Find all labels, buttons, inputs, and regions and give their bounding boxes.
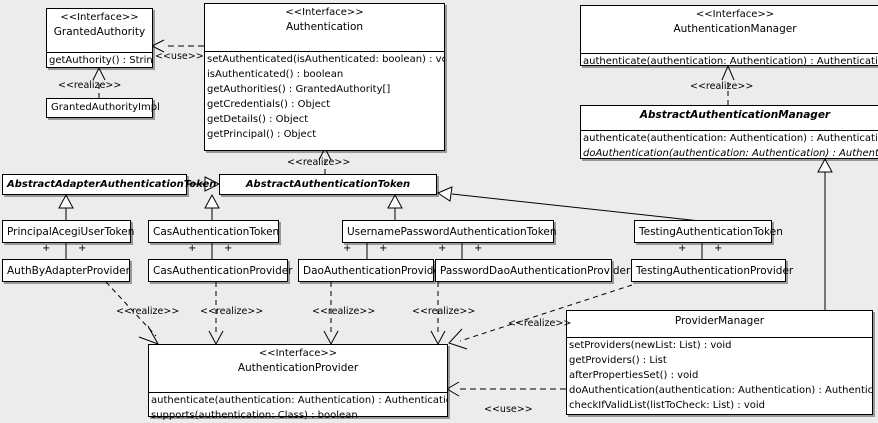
multiplicity-marker: + <box>678 243 687 254</box>
edge-providermanager-extends-abstractauthenticationmanager <box>817 157 833 310</box>
multiplicity-marker: + <box>379 243 388 254</box>
class-name: AbstractAuthenticationManager <box>639 109 831 121</box>
operation: authenticate(authentication: Authenticat… <box>583 133 878 144</box>
edge-label-realize-abstractauthenticationtoken: <<realize>> <box>287 157 351 168</box>
class-granted-authority-impl[interactable]: GrantedAuthorityImpl <box>46 98 160 118</box>
multiplicity-marker: + <box>438 243 447 254</box>
class-stereotype: <<Interface>> <box>258 348 338 359</box>
multiplicity-marker: + <box>224 243 233 254</box>
class-principal-acegi-user-token[interactable]: PrincipalAcegiUserToken <box>2 220 135 243</box>
class-cas-authentication-provider[interactable]: CasAuthenticationProvider <box>148 259 293 282</box>
class-testing-authentication-token[interactable]: TestingAuthenticationToken <box>634 220 783 243</box>
class-testing-authentication-provider[interactable]: TestingAuthenticationProvider <box>631 259 794 282</box>
operation: checkIfValidList(listToCheck: List) : vo… <box>569 400 766 411</box>
edge-label-realize-grantedauthorityimpl: <<realize>> <box>58 80 122 91</box>
class-name: AbstractAuthenticationToken <box>245 179 411 190</box>
operation: doAuthentication(authentication: Authent… <box>569 385 872 396</box>
class-name: UsernamePasswordAuthenticationToken <box>347 226 557 238</box>
class-abstract-authentication-manager[interactable]: AbstractAuthenticationManager authentica… <box>580 105 878 159</box>
class-stereotype: <<Interface>> <box>285 7 364 18</box>
multiplicity-marker: + <box>474 243 483 254</box>
operation: supports(authentication: Class) : boolea… <box>151 410 358 421</box>
edge-label-realize-casauthenticationprovider: <<realize>> <box>200 306 264 317</box>
edge-label-realize-abstractauthenticationmanager: <<realize>> <box>690 81 754 92</box>
class-name: AuthenticationManager <box>673 23 797 35</box>
class-authentication[interactable]: <<Interface>> Authentication setAuthenti… <box>204 3 445 151</box>
class-name: ProviderManager <box>674 315 765 327</box>
class-authentication-manager[interactable]: <<Interface>> AuthenticationManager auth… <box>580 5 878 69</box>
class-operations: setAuthenticated(isAuthenticated: boolea… <box>205 52 444 142</box>
class-name: DaoAuthenticationProvider <box>303 265 445 277</box>
class-name: TestingAuthenticationToken <box>639 226 783 238</box>
multiplicity-marker: + <box>78 243 87 254</box>
edge-label-use-providermanager-authenticationprovider: <<use>> <box>484 404 533 415</box>
class-username-password-authentication-token[interactable]: UsernamePasswordAuthenticationToken <box>342 220 557 243</box>
operation: setAuthenticated(isAuthenticated: boolea… <box>207 54 444 65</box>
class-name: AuthByAdapterProvider <box>7 265 130 277</box>
class-authentication-provider[interactable]: <<Interface>> AuthenticationProvider aut… <box>148 344 448 421</box>
edge-label-use-authentication-grantedauthority: <<use>> <box>155 51 204 62</box>
operation: getCredentials() : Object <box>207 99 331 110</box>
operation: isAuthenticated() : boolean <box>207 69 344 80</box>
edge-label-realize-passworddaoauthenticationprovider: <<realize>> <box>412 306 476 317</box>
class-auth-by-adapter-provider[interactable]: AuthByAdapterProvider <box>2 259 130 282</box>
operation-abstract: doAuthentication(authentication: Authent… <box>583 148 878 159</box>
class-abstract-adapter-authentication-token[interactable]: AbstractAdapterAuthenticationToken <box>2 174 217 195</box>
class-operations: setProviders(newList: List) : void getPr… <box>567 338 872 413</box>
class-name: CasAuthenticationProvider <box>153 265 293 277</box>
class-stereotype: <<Interface>> <box>695 9 775 20</box>
operation: getAuthority() : String <box>49 55 152 66</box>
multiplicity-marker: + <box>42 243 51 254</box>
edge-providermanager-uses-authenticationprovider <box>446 381 566 397</box>
class-password-dao-authentication-provider[interactable]: PasswordDaoAuthenticationProvider <box>435 259 631 282</box>
operation: authenticate(authentication: Authenticat… <box>583 56 878 67</box>
edge-casauthenticationtoken-extends-abstractauthenticationtoken <box>204 193 220 220</box>
class-name: GrantedAuthority <box>53 26 146 38</box>
multiplicity-marker: + <box>343 243 352 254</box>
edge-label-realize-daoauthenticationprovider: <<realize>> <box>312 306 376 317</box>
multiplicity-marker: + <box>188 243 197 254</box>
edge-label-realize-testingauthenticationprovider: <<realize>> <box>508 318 572 329</box>
class-operations: authenticate(authentication: Authenticat… <box>149 393 447 423</box>
class-granted-authority[interactable]: <<Interface>> GrantedAuthority getAuthor… <box>46 8 153 68</box>
operation: getProviders() : List <box>569 355 667 366</box>
edge-label-realize-authbyadapterprovider: <<realize>> <box>116 306 180 317</box>
operation: afterPropertiesSet() : void <box>569 370 699 381</box>
class-operations: authenticate(authentication: Authenticat… <box>581 54 878 69</box>
operation: getDetails() : Object <box>207 114 309 125</box>
class-abstract-authentication-token[interactable]: AbstractAuthenticationToken <box>219 174 437 195</box>
class-provider-manager[interactable]: ProviderManager setProviders(newList: Li… <box>566 310 873 415</box>
operation: getAuthorities() : GrantedAuthority[] <box>207 84 391 95</box>
operation: setProviders(newList: List) : void <box>569 340 732 351</box>
class-name: AuthenticationProvider <box>237 362 359 374</box>
class-name: GrantedAuthorityImpl <box>51 102 160 113</box>
class-name: PasswordDaoAuthenticationProvider <box>440 265 631 277</box>
class-name: Authentication <box>285 21 364 33</box>
operation: authenticate(authentication: Authenticat… <box>151 395 447 406</box>
class-dao-authentication-provider[interactable]: DaoAuthenticationProvider <box>298 259 445 282</box>
class-name: PrincipalAcegiUserToken <box>7 226 135 238</box>
multiplicity-marker: + <box>714 243 723 254</box>
operation: getPrincipal() : Object <box>207 129 317 140</box>
class-name: CasAuthenticationToken <box>153 226 280 238</box>
class-name: TestingAuthenticationProvider <box>636 265 794 277</box>
class-name: AbstractAdapterAuthenticationToken <box>7 179 217 190</box>
class-stereotype: <<Interface>> <box>60 12 139 23</box>
class-cas-authentication-token[interactable]: CasAuthenticationToken <box>148 220 279 243</box>
class-operations: authenticate(authentication: Authenticat… <box>581 131 878 161</box>
edge-testingauthenticationtoken-extends-abstractauthenticationtoken <box>436 186 701 222</box>
class-operations: getAuthority() : String <box>47 53 152 68</box>
